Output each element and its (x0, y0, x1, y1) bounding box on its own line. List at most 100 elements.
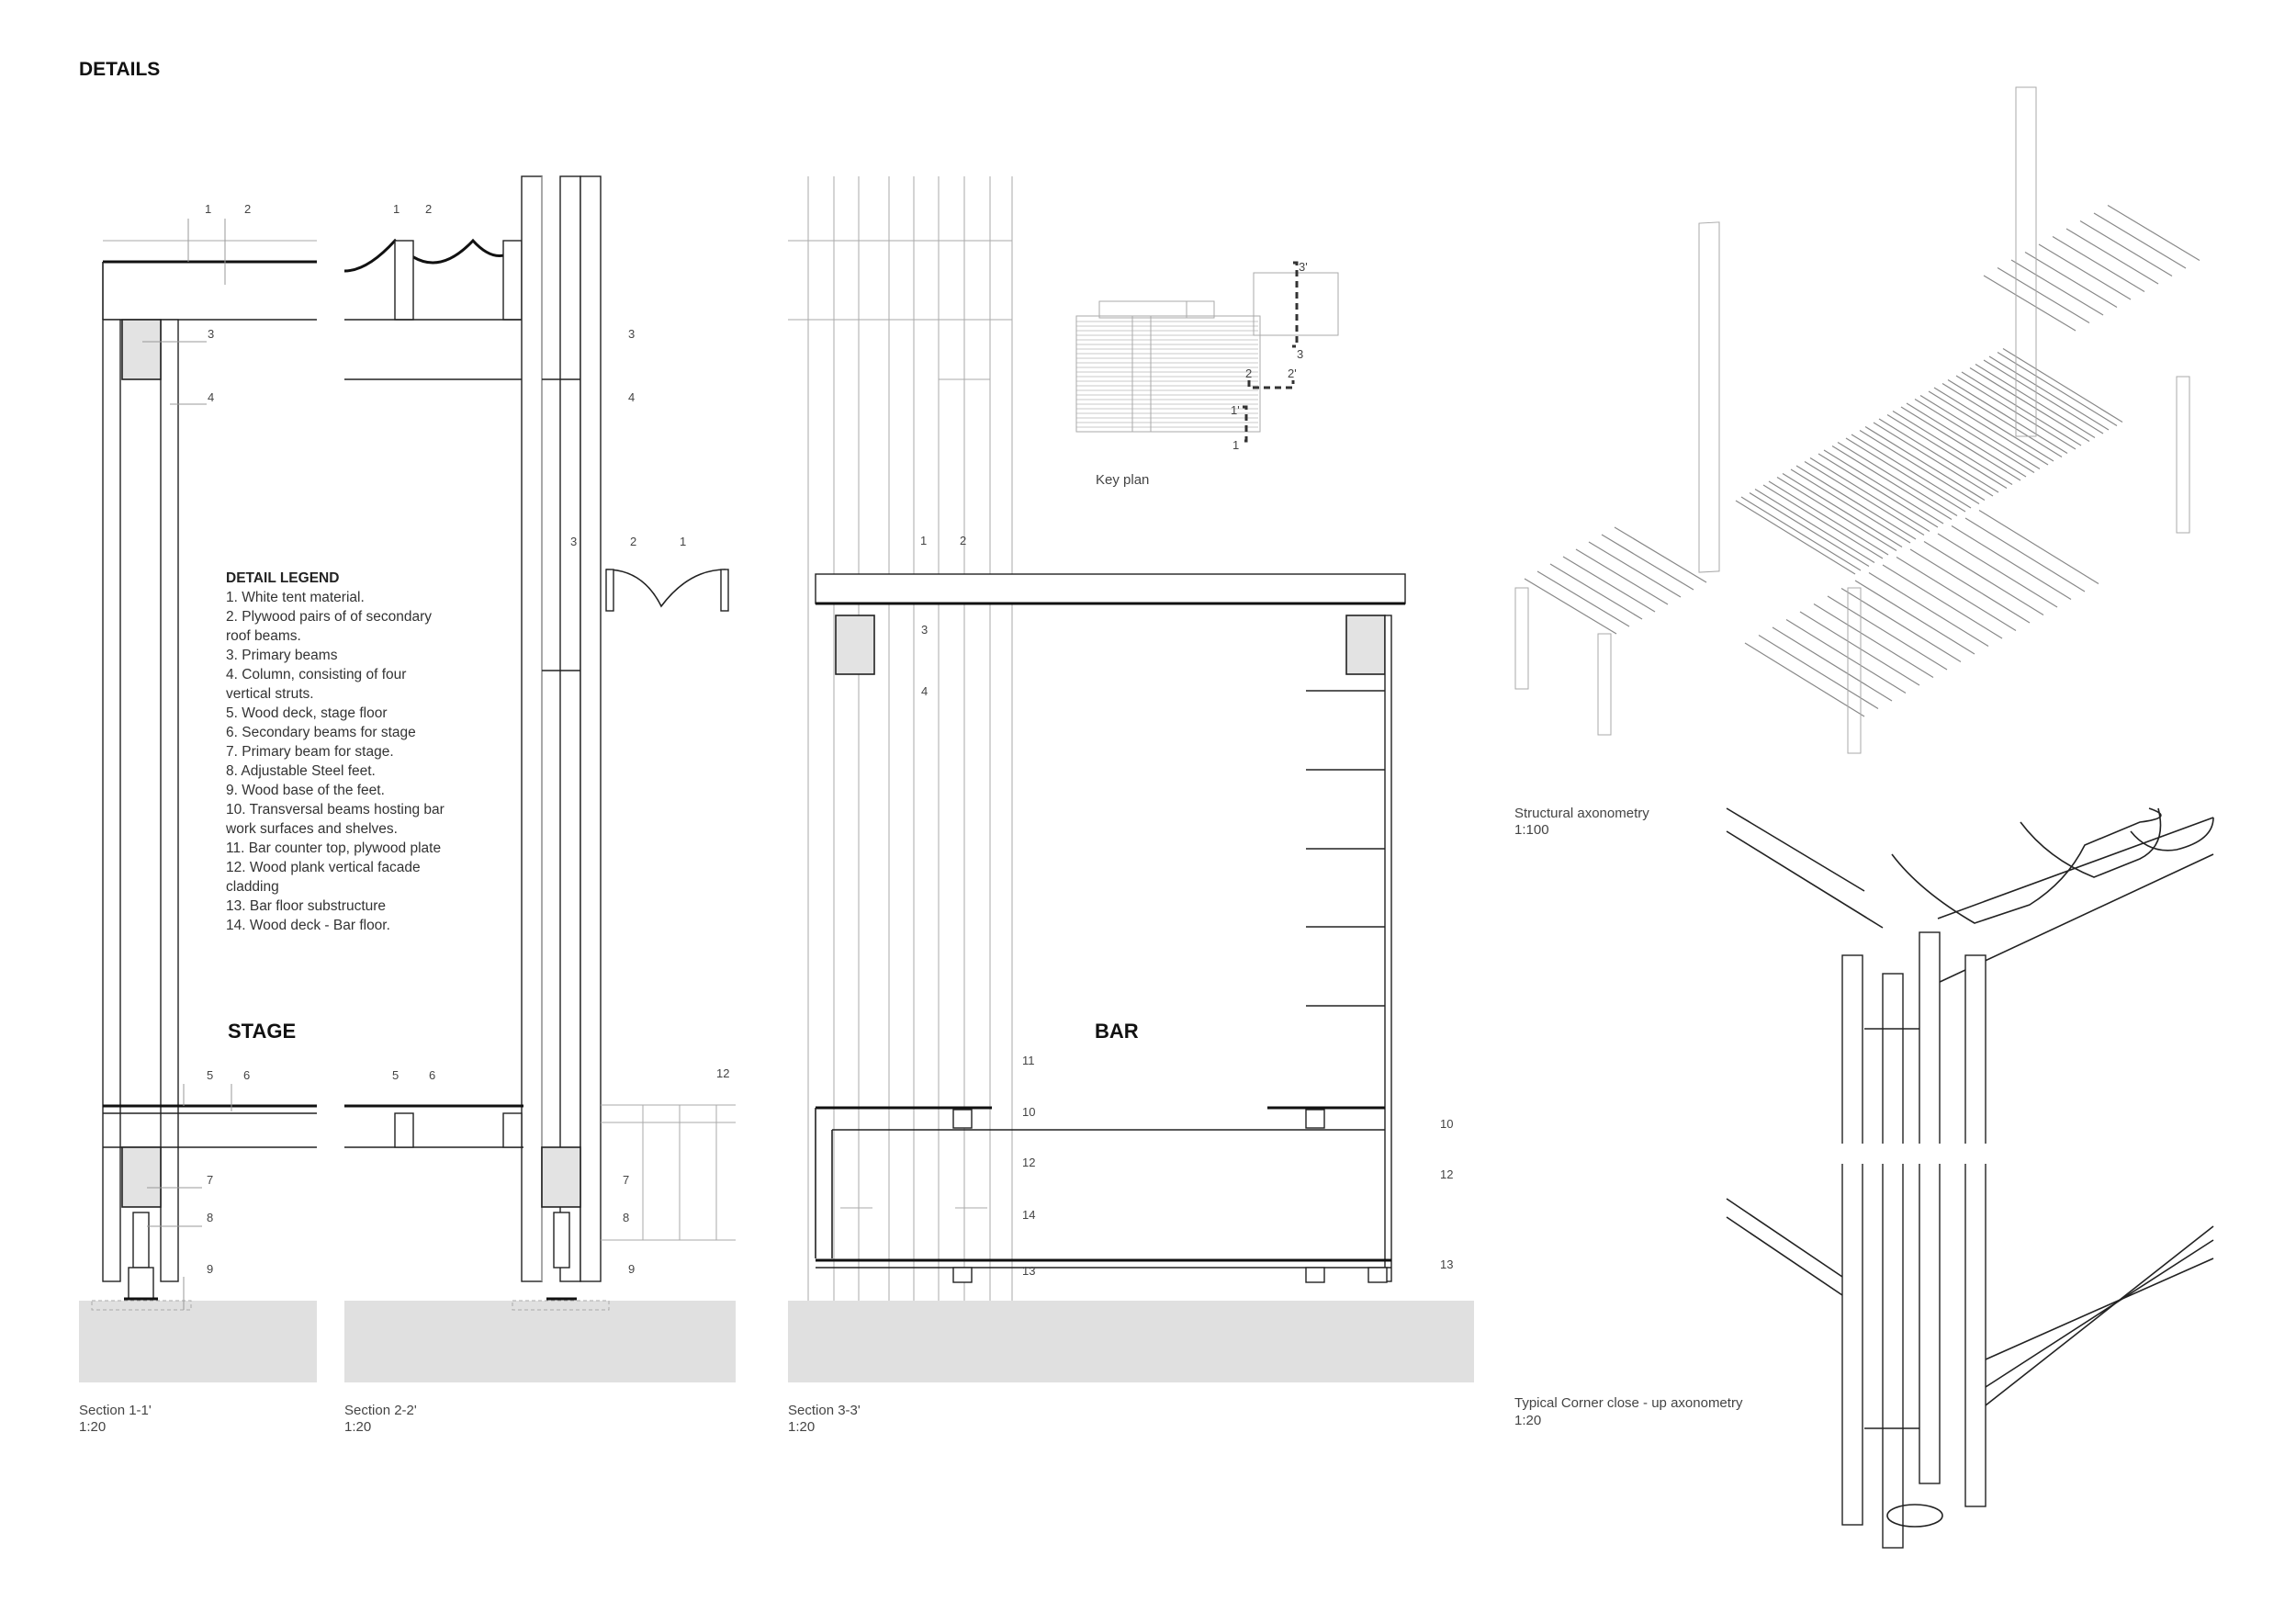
roof-beam (815, 573, 1406, 604)
column-strut (580, 175, 602, 1282)
column-strut (102, 319, 121, 1282)
axo-slat (1906, 402, 2027, 478)
axo-slat (1823, 449, 1944, 524)
svg-text:1: 1 (393, 202, 400, 216)
svg-text:1: 1 (1232, 438, 1239, 452)
legend-item: 2. Plywood pairs of of secondary (226, 609, 432, 625)
axo-slat (1782, 472, 1903, 548)
legend-item: 8. Adjustable Steel feet. (226, 763, 376, 779)
section-3-drawing (788, 176, 1474, 1382)
axo-slat (1754, 488, 1875, 564)
axonometry-name: Structural axonometry (1514, 806, 1649, 821)
section-3-callouts: 1 2 3 4 11 10 12 14 13 10 12 13 (920, 534, 1453, 1278)
svg-text:10: 10 (1440, 1117, 1453, 1131)
svg-text:2: 2 (630, 535, 636, 548)
axo-slat (1983, 359, 2104, 434)
legend-item: 6. Secondary beams for stage (226, 725, 416, 740)
axo-slat (1919, 394, 2041, 470)
axo-slat (1735, 500, 1856, 575)
axo-slat (1758, 634, 1879, 710)
axo-slat (1892, 410, 2013, 486)
section-mark-2 (1247, 380, 1295, 389)
legend-item: cladding (226, 879, 279, 895)
axo-slat (1928, 390, 2049, 466)
legend-item: vertical struts. (226, 686, 314, 702)
column-strut (1841, 954, 1863, 1526)
svg-text:1: 1 (680, 535, 686, 548)
axo-slat (1975, 363, 2096, 439)
axo-slat (1868, 571, 1989, 648)
legend-item: 14. Wood deck - Bar floor. (226, 918, 390, 933)
axo-slat (1951, 524, 2072, 601)
svg-text:13: 13 (1022, 1264, 1035, 1278)
section-mark-1 (1242, 405, 1248, 443)
column-strut (1882, 973, 1904, 1549)
stage-primary-beam (121, 1146, 162, 1208)
page-title: DETAILS (79, 59, 160, 80)
axo-slat (1851, 434, 1972, 509)
svg-text:10: 10 (1022, 1105, 1035, 1119)
svg-text:13: 13 (1440, 1257, 1453, 1271)
bar-label: BAR (1095, 1020, 1139, 1043)
svg-text:12: 12 (1022, 1156, 1035, 1169)
column-strut (160, 319, 179, 1282)
svg-text:8: 8 (207, 1211, 213, 1224)
axo-slat (1790, 468, 1911, 544)
legend-item: 1. White tent material. (226, 590, 365, 605)
axo-slat (1961, 371, 2082, 446)
axo-slat (2038, 243, 2132, 300)
axo-slat (1536, 570, 1630, 627)
axo-slat (1524, 578, 1617, 635)
axo-slat (1776, 476, 1897, 552)
svg-text:2': 2' (1288, 367, 1297, 380)
axo-slat (2107, 204, 2200, 262)
svg-text:3: 3 (921, 623, 928, 637)
legend-heading: DETAIL LEGEND (226, 570, 339, 586)
axo-slat (1947, 378, 2068, 455)
axo-slat (2079, 220, 2173, 277)
svg-text:9: 9 (628, 1262, 635, 1276)
svg-text:1: 1 (205, 202, 211, 216)
axo-slat (1575, 548, 1669, 605)
key-plan: 3' 3 2 2' 1' 1 Key plan (1075, 260, 1339, 488)
svg-text:11: 11 (1022, 1054, 1035, 1067)
axo-slat (1749, 491, 1870, 568)
axo-slat (1909, 548, 2031, 624)
svg-text:12: 12 (1440, 1167, 1453, 1181)
column-strut (521, 175, 543, 1282)
axo-slat (1882, 564, 2003, 639)
axonometry-scale: 1:100 (1514, 822, 1549, 838)
axo-slat (1840, 587, 1962, 663)
axo-slat (2002, 347, 2123, 423)
axo-slat (1900, 406, 2021, 481)
section-3-scale: 1:20 (788, 1419, 815, 1435)
axo-slat (1588, 541, 1682, 598)
axo-slat (1837, 441, 1958, 517)
svg-text:4: 4 (921, 684, 928, 698)
primary-beam (1345, 615, 1386, 675)
section-2-scale: 1:20 (344, 1419, 371, 1435)
svg-text:7: 7 (623, 1173, 629, 1187)
axo-slat (1988, 355, 2110, 431)
section-2-drawing (343, 175, 736, 1382)
axo-slat (1864, 425, 1986, 502)
axo-slat (1937, 533, 2058, 608)
svg-text:14: 14 (1022, 1208, 1035, 1222)
svg-text:2: 2 (960, 534, 966, 547)
legend-item: 5. Wood deck, stage floor (226, 705, 387, 721)
svg-text:5: 5 (207, 1068, 213, 1082)
axo-slat (1827, 595, 1948, 671)
structural-axonometry: Structural axonometry 1:100 (1514, 86, 2200, 838)
axo-slat (1845, 437, 1966, 513)
axo-slat (1878, 418, 1999, 493)
svg-text:3: 3 (570, 535, 577, 548)
ground-fill (788, 1301, 1474, 1382)
svg-text:1': 1' (1231, 403, 1240, 417)
stage-label: STAGE (228, 1020, 296, 1043)
axo-slat (1813, 603, 1934, 679)
axo-slat (1799, 611, 1920, 686)
axo-slat (1914, 398, 2035, 474)
column-strut (559, 175, 581, 1282)
corner-name: Typical Corner close - up axonometry (1514, 1395, 1743, 1411)
